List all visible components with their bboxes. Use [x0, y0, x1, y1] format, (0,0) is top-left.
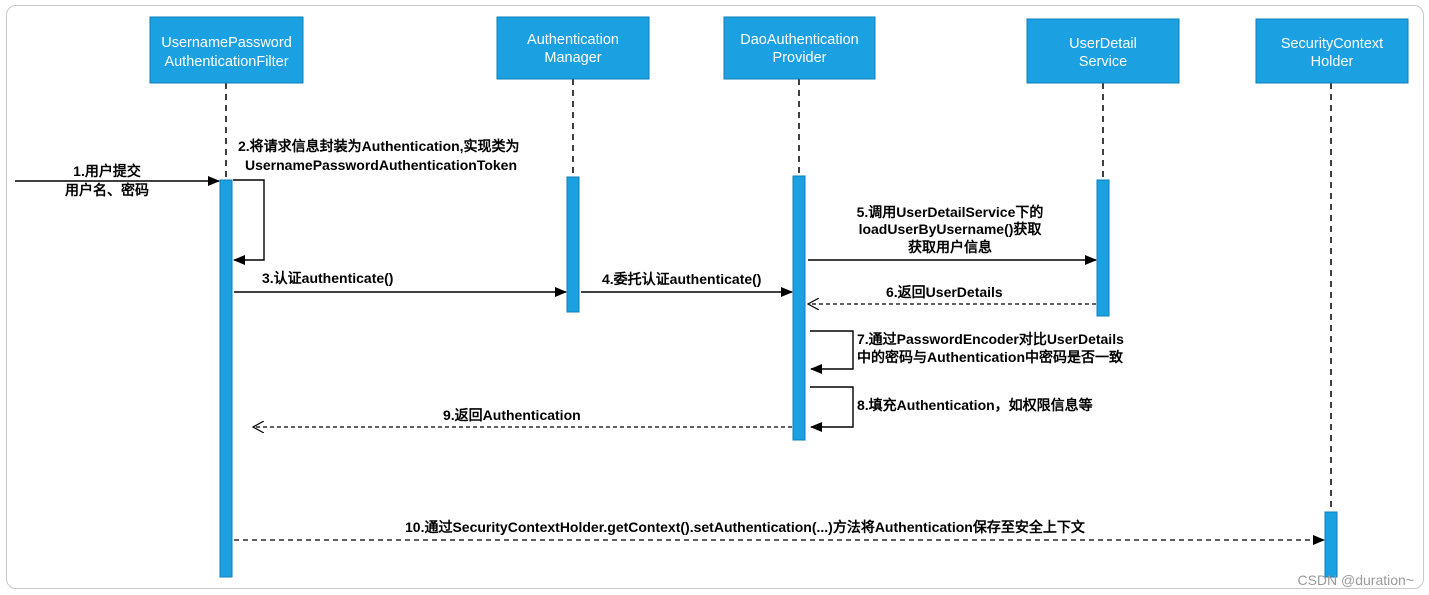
arrow-m2 — [233, 179, 265, 265]
label-m3: 3.认证authenticate() — [262, 270, 393, 286]
label-m9: 9.返回Authentication — [443, 407, 581, 423]
label-m6: 6.返回UserDetails — [886, 284, 1003, 300]
arrow-m7 — [810, 330, 854, 374]
label-m7-line2: 中的密码与Authentication中密码是否一致 — [857, 349, 1124, 365]
activation-uds — [1096, 179, 1110, 317]
label-m1-line2: 用户名、密码 — [65, 182, 149, 198]
participant-uds: UserDetail Service — [1026, 18, 1180, 84]
watermark-text: CSDN @duration~ — [1297, 572, 1414, 588]
participant-sch-line2: Holder — [1311, 54, 1354, 70]
label-m1-line1: 1.用户提交 — [73, 163, 141, 179]
activation-manager — [566, 176, 580, 313]
label-m7-line1: 7.通过PasswordEncoder对比UserDetails — [857, 331, 1124, 347]
diagram-frame — [6, 5, 1424, 589]
participant-filter-line1: UsernamePassword — [161, 35, 292, 51]
participant-uds-line2: Service — [1079, 54, 1127, 70]
label-m2-line2: UsernamePasswordAuthenticationToken — [245, 157, 517, 173]
participant-provider-line2: Provider — [773, 50, 827, 66]
label-m2-line1: 2.将请求信息封装为Authentication,实现类为 — [238, 138, 520, 154]
participant-filter: UsernamePassword AuthenticationFilter — [149, 16, 304, 84]
label-m10: 10.通过SecurityContextHolder.getContext().… — [405, 519, 1086, 535]
participant-filter-line2: AuthenticationFilter — [164, 54, 288, 70]
label-m4: 4.委托认证authenticate() — [602, 271, 761, 287]
participant-manager-line1: Authentication — [527, 32, 619, 48]
label-m8: 8.填充Authentication，如权限信息等 — [857, 397, 1093, 413]
activation-filter — [219, 179, 233, 578]
participant-manager-line2: Manager — [544, 50, 601, 66]
arrow-m8 — [810, 386, 854, 432]
participant-provider: DaoAuthentication Provider — [723, 16, 876, 80]
activation-sch — [1324, 511, 1338, 578]
label-m5-line3: 获取用户信息 — [908, 239, 992, 255]
participant-provider-line1: DaoAuthentication — [740, 32, 859, 48]
participant-sch-line1: SecurityContext — [1281, 36, 1383, 52]
label-m5-line2: loadUserByUsername()获取 — [859, 221, 1043, 237]
participant-sch: SecurityContext Holder — [1255, 18, 1409, 84]
activation-provider — [792, 175, 806, 441]
label-m5-line1: 5.调用UserDetailService下的 — [857, 204, 1044, 220]
participant-uds-line1: UserDetail — [1069, 36, 1137, 52]
participant-manager: Authentication Manager — [496, 16, 650, 80]
